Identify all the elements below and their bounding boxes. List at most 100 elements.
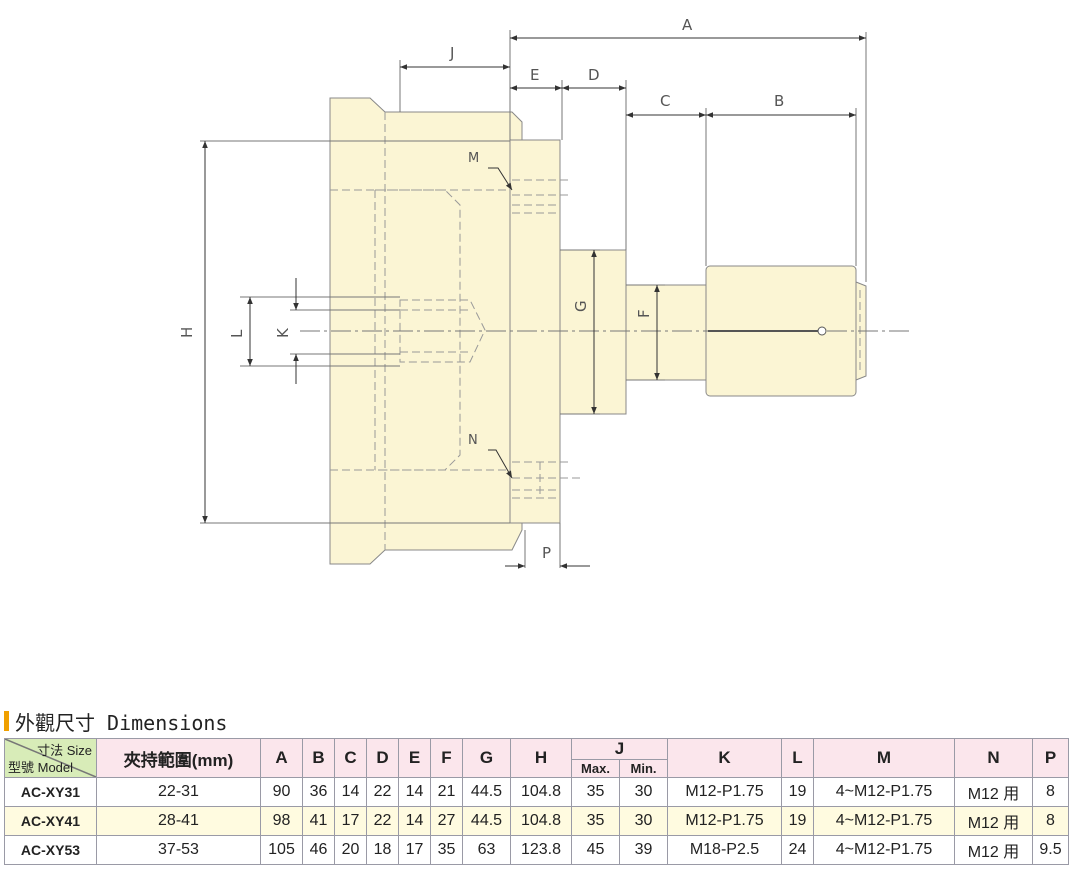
cell-range: 22-31 — [96, 777, 261, 807]
extension-lines — [200, 30, 867, 568]
header-J: J — [571, 738, 668, 760]
header-P: P — [1032, 738, 1069, 778]
cell-J-max: 45 — [571, 835, 620, 865]
header-corner: 寸法 Size 型號 Model — [4, 738, 97, 778]
header-F: F — [430, 738, 463, 778]
cell-A: 90 — [260, 777, 303, 807]
header-E: E — [398, 738, 431, 778]
label-G: G — [572, 300, 590, 312]
slot-hole — [817, 326, 827, 336]
cell-L: 19 — [781, 806, 814, 836]
header-L: L — [781, 738, 814, 778]
cell-F: 35 — [430, 835, 463, 865]
cell-D: 18 — [366, 835, 399, 865]
table-row: AC-XY41 28-41 98 41 17 22 14 27 44.5 104… — [4, 806, 1069, 836]
label-A: A — [682, 16, 693, 34]
leader-M — [488, 167, 513, 191]
hidden-lines — [330, 112, 861, 550]
cell-B: 46 — [302, 835, 335, 865]
header-range: 夾持範圍(mm) — [96, 738, 261, 778]
cell-D: 22 — [366, 806, 399, 836]
leader-N — [488, 449, 513, 479]
cell-J-min: 30 — [619, 777, 668, 807]
header-B: B — [302, 738, 335, 778]
cell-N: M12 用 — [954, 777, 1033, 807]
cell-C: 17 — [334, 806, 367, 836]
header-N: N — [954, 738, 1033, 778]
label-B: B — [774, 92, 784, 110]
cell-L: 19 — [781, 777, 814, 807]
cell-G: 63 — [462, 835, 511, 865]
header-A: A — [260, 738, 303, 778]
label-M: M — [468, 151, 479, 166]
header-D: D — [366, 738, 399, 778]
header-K: K — [667, 738, 782, 778]
label-F: F — [635, 309, 653, 318]
header-C: C — [334, 738, 367, 778]
header-M: M — [813, 738, 955, 778]
label-P: P — [542, 544, 551, 562]
cell-N: M12 用 — [954, 806, 1033, 836]
label-C: C — [660, 92, 670, 110]
cell-F: 27 — [430, 806, 463, 836]
cell-model: AC-XY41 — [4, 806, 97, 836]
cell-B: 36 — [302, 777, 335, 807]
header-J-max: Max. — [571, 759, 620, 778]
cell-A: 105 — [260, 835, 303, 865]
cell-A: 98 — [260, 806, 303, 836]
cell-G: 44.5 — [462, 806, 511, 836]
cell-J-max: 35 — [571, 806, 620, 836]
cell-J-min: 30 — [619, 806, 668, 836]
label-K: K — [274, 327, 292, 338]
technical-drawing: A J E D C B M N P H L K G F — [178, 16, 912, 569]
table-row: AC-XY31 22-31 90 36 14 22 14 21 44.5 104… — [4, 777, 1069, 807]
label-L: L — [228, 329, 246, 338]
cell-G: 44.5 — [462, 777, 511, 807]
cell-E: 14 — [398, 777, 431, 807]
header-H: H — [510, 738, 572, 778]
table-row: AC-XY53 37-53 105 46 20 18 17 35 63 123.… — [4, 835, 1069, 865]
header-G: G — [462, 738, 511, 778]
dimensions-table: 寸法 Size 型號 Model 夾持範圍(mm) A B C D E F G … — [4, 738, 1069, 865]
cell-P: 8 — [1032, 777, 1069, 807]
label-H: H — [178, 327, 196, 338]
label-J: J — [449, 44, 454, 62]
cell-P: 8 — [1032, 806, 1069, 836]
cell-M: 4~M12-P1.75 — [813, 835, 955, 865]
heading-accent-bar — [4, 711, 9, 731]
cell-N: M12 用 — [954, 835, 1033, 865]
cell-P: 9.5 — [1032, 835, 1069, 865]
dimension-lines — [202, 35, 866, 569]
cell-E: 14 — [398, 806, 431, 836]
cell-H: 104.8 — [510, 806, 572, 836]
cell-range: 37-53 — [96, 835, 261, 865]
header-J-min: Min. — [619, 759, 668, 778]
cell-J-max: 35 — [571, 777, 620, 807]
cell-L: 24 — [781, 835, 814, 865]
corner-model-label: 型號 Model — [8, 760, 74, 775]
label-E: E — [530, 66, 539, 84]
cell-M: 4~M12-P1.75 — [813, 777, 955, 807]
label-D: D — [588, 66, 600, 84]
cell-model: AC-XY53 — [4, 835, 97, 865]
section-heading: 外觀尺寸 Dimensions — [4, 708, 228, 735]
cell-range: 28-41 — [96, 806, 261, 836]
cell-E: 17 — [398, 835, 431, 865]
cell-M: 4~M12-P1.75 — [813, 806, 955, 836]
cell-C: 14 — [334, 777, 367, 807]
cell-J-min: 39 — [619, 835, 668, 865]
cell-B: 41 — [302, 806, 335, 836]
cell-K: M12-P1.75 — [667, 806, 782, 836]
cell-D: 22 — [366, 777, 399, 807]
corner-size-label: 寸法 Size — [37, 743, 92, 758]
cell-H: 104.8 — [510, 777, 572, 807]
cell-model: AC-XY31 — [4, 777, 97, 807]
label-N: N — [468, 433, 478, 448]
cell-F: 21 — [430, 777, 463, 807]
cell-K: M18-P2.5 — [667, 835, 782, 865]
cell-K: M12-P1.75 — [667, 777, 782, 807]
section-title: 外觀尺寸 Dimensions — [15, 710, 228, 735]
cell-H: 123.8 — [510, 835, 572, 865]
cell-C: 20 — [334, 835, 367, 865]
dimension-text: A J E D C B M N P H L K G F — [178, 16, 784, 562]
